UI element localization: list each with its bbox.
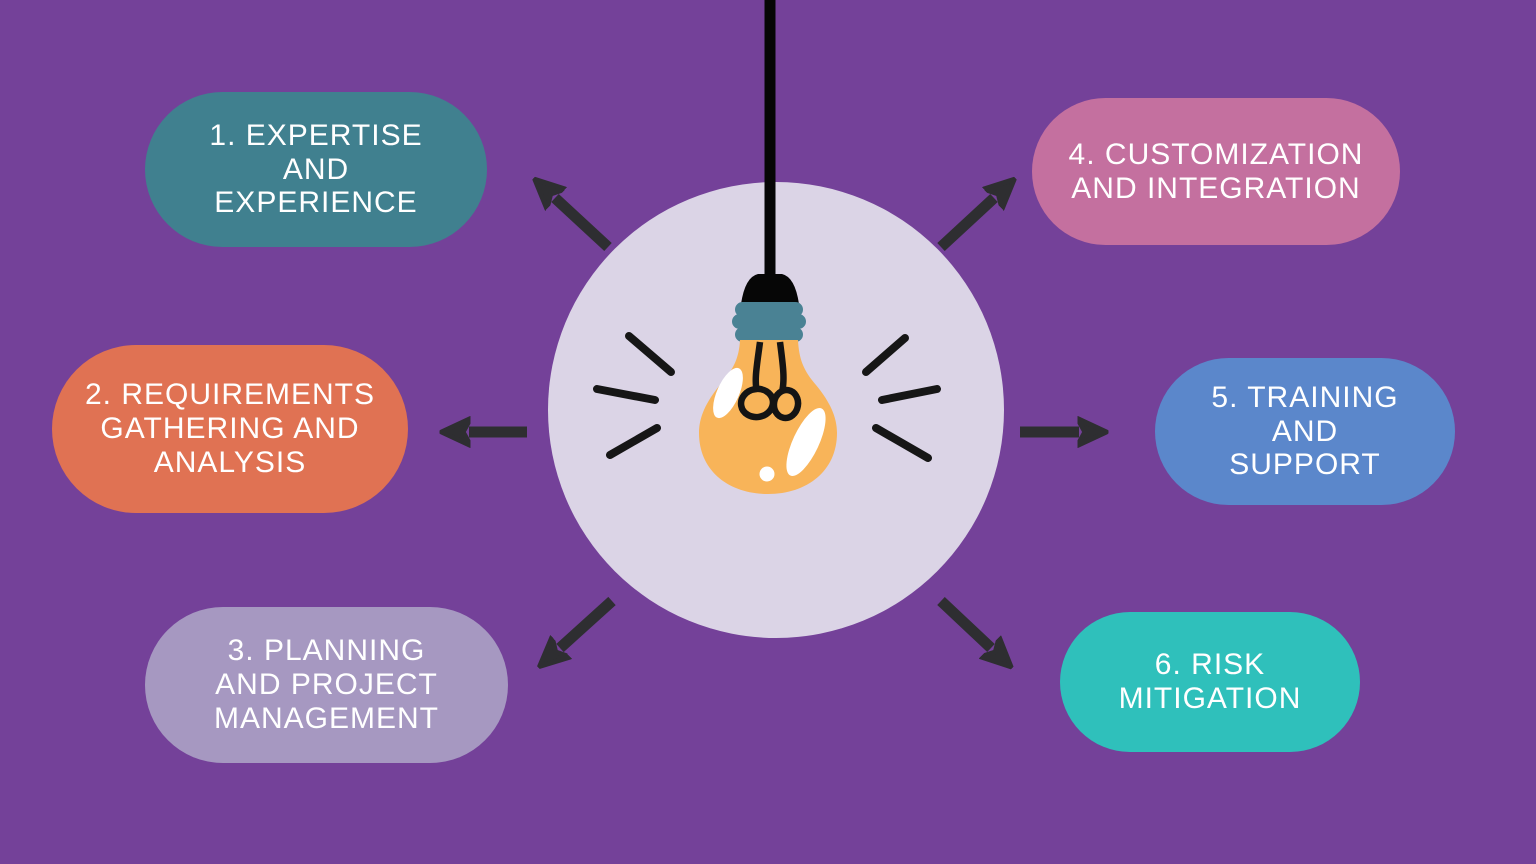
- pill-training-and-support: 5. TRAINING AND SUPPORT: [1155, 358, 1455, 505]
- pill-requirements-gathering-and-analysis: 2. REQUIREMENTS GATHERING AND ANALYSIS: [52, 345, 408, 513]
- arrow-down-left-icon: [560, 596, 616, 648]
- bulb-filament: [737, 341, 802, 422]
- bulb-cord-cap: [741, 274, 799, 304]
- arrow-up-left-icon: [555, 198, 612, 252]
- bulb-socket-ridge: [732, 314, 806, 329]
- pill-customization-and-integration: 4. CUSTOMIZATION AND INTEGRATION: [1032, 98, 1400, 245]
- arrow-down-right-icon: [937, 596, 991, 648]
- pill-label: 5. TRAINING AND SUPPORT: [1211, 380, 1399, 482]
- bulb-highlight: [713, 367, 743, 419]
- bulb-socket-ridge: [735, 327, 803, 342]
- pill-risk-mitigation: 6. RISK MITIGATION: [1060, 612, 1360, 752]
- bulb-highlight-dot: [759, 466, 775, 482]
- arrow-up-right-icon: [937, 198, 994, 252]
- pill-planning-and-project-management: 3. PLANNING AND PROJECT MANAGEMENT: [145, 607, 508, 763]
- pill-label: 4. CUSTOMIZATION AND INTEGRATION: [1068, 137, 1364, 205]
- hanging-lightbulb-icon: [593, 0, 941, 494]
- pill-label: 2. REQUIREMENTS GATHERING AND ANALYSIS: [84, 378, 376, 479]
- pill-label: 1. EXPERTISE AND EXPERIENCE: [209, 118, 423, 220]
- bulb-socket-ridge: [735, 302, 803, 317]
- pill-expertise-and-experience: 1. EXPERTISE AND EXPERIENCE: [145, 92, 487, 247]
- light-rays: [593, 332, 941, 462]
- bulb-highlight: [786, 408, 826, 476]
- pill-label: 6. RISK MITIGATION: [1118, 648, 1302, 715]
- pill-label: 3. PLANNING AND PROJECT MANAGEMENT: [213, 634, 439, 735]
